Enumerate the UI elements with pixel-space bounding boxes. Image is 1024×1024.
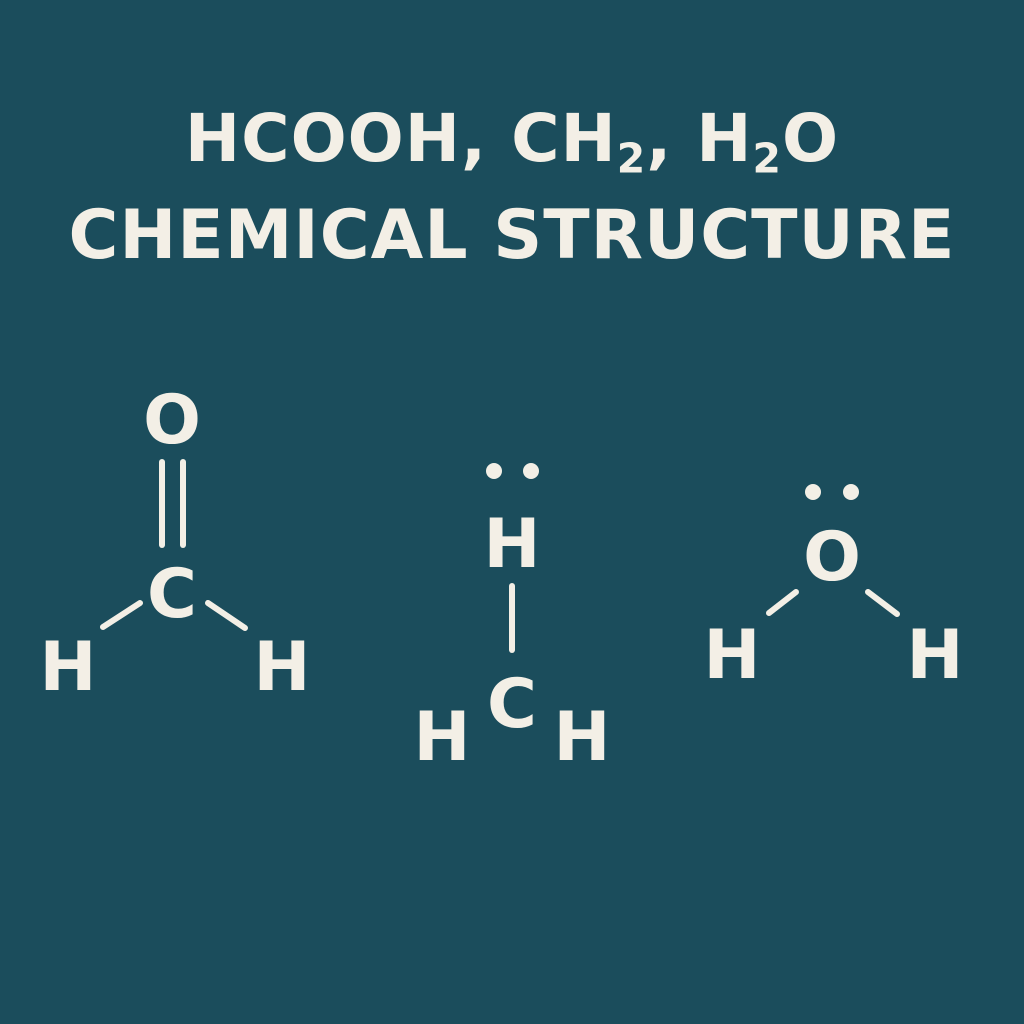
lone-pair-dot bbox=[523, 463, 539, 479]
subscript: 2 bbox=[752, 134, 782, 183]
atom-h-right: H bbox=[554, 698, 611, 777]
lone-pair-dot bbox=[843, 484, 859, 500]
title-text: HCOOH, CH bbox=[184, 100, 617, 177]
molecule-3: O H H bbox=[704, 484, 964, 695]
single-bond bbox=[205, 600, 248, 631]
single-bond bbox=[766, 589, 799, 616]
molecule-2: H C H H bbox=[414, 463, 611, 777]
atom-o: O bbox=[803, 518, 861, 597]
atom-c: C bbox=[487, 665, 537, 744]
atom-h-left: H bbox=[40, 628, 97, 707]
title-line-2: CHEMICAL STRUCTURE bbox=[68, 196, 956, 275]
atom-h-left: H bbox=[704, 616, 761, 695]
title-line-1: HCOOH, CH2, H2O bbox=[0, 100, 1024, 182]
single-bond bbox=[865, 589, 900, 617]
subscript: 2 bbox=[616, 134, 647, 183]
atom-h-top: H bbox=[484, 505, 541, 584]
lone-pair-dot bbox=[486, 463, 502, 479]
atom-h-right: H bbox=[254, 628, 311, 707]
title-text: O bbox=[781, 100, 840, 177]
molecule-1: O C H H bbox=[40, 381, 311, 707]
atom-h-right: H bbox=[907, 616, 964, 695]
atom-h-left: H bbox=[414, 698, 471, 777]
atom-o: O bbox=[143, 381, 201, 460]
title-text: , H bbox=[646, 100, 753, 177]
atom-c: C bbox=[147, 555, 197, 634]
lone-pair-dot bbox=[805, 484, 821, 500]
single-bond bbox=[100, 600, 143, 630]
